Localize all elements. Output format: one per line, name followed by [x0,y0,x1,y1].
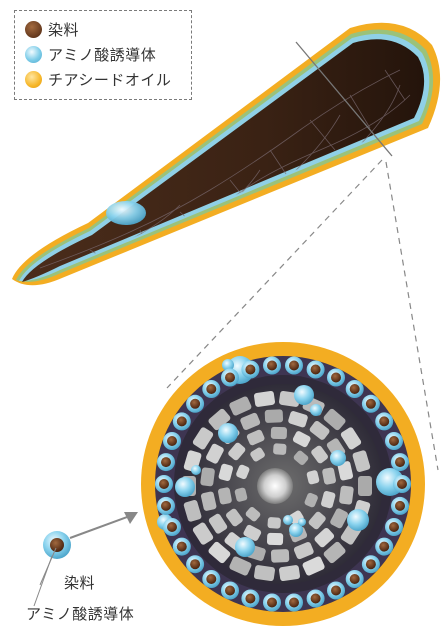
dye-bead [391,453,409,471]
legend-label-dye: 染料 [48,19,79,40]
dye-bead [202,380,220,398]
legend-item-dye: 染料 [25,17,191,42]
hair-strand-amino-droplet [106,201,146,225]
dye-bead [263,594,281,612]
amino-droplet [294,385,314,405]
dye-bead [186,555,204,573]
amino-droplet [175,477,195,497]
cortex-cell [267,533,283,546]
dye-bead [155,475,173,493]
amino-droplet [298,518,306,526]
legend-label-amino-acid: アミノ酸誘導体 [48,44,156,65]
cortex-cell [254,391,276,408]
hair-cross-section [141,342,425,626]
dye-bead [391,497,409,515]
cortex-cell [339,485,354,505]
amino-droplet [283,515,293,525]
dye-bead [241,590,259,608]
dye-bead [157,453,175,471]
dye-bead [327,582,345,600]
dye-bead [173,538,191,556]
amino-leader-line [34,556,52,606]
cortex-cell [271,549,290,563]
dye-bead [157,497,175,515]
cortex-cell [200,467,215,487]
dye-bead [307,361,325,379]
dye-bead [307,590,325,608]
legend-item-amino-acid: アミノ酸誘導体 [25,42,191,67]
legend: 染料 アミノ酸誘導体 チアシードオイル [14,10,192,100]
dye-bead [163,518,181,536]
dye-bead [221,582,239,600]
callout-dye-label: 染料 [64,572,95,593]
dye-bead [163,432,181,450]
amino-droplet [330,450,346,466]
dye-bead [362,555,380,573]
cortex-cell [273,443,287,455]
amino-acid-dot-icon [25,46,42,63]
cortex-cell [254,565,276,582]
amino-droplet [347,509,369,531]
callout-amino-label: アミノ酸誘導体 [26,603,134,624]
dye-bead [346,380,364,398]
amino-droplet [235,537,255,557]
cortex-cell [358,476,372,496]
dye-bead [385,432,403,450]
legend-label-chia-seed-oil: チアシードオイル [48,69,171,90]
dye-bead [263,357,281,375]
cortex-cell [271,427,287,440]
callout-arrow [70,516,130,538]
dye-bead [202,570,220,588]
amino-droplet [310,404,322,416]
dye-bead [385,518,403,536]
dye-bead [375,412,393,430]
dye-bead [346,570,364,588]
dye-bead [186,395,204,413]
dye-bead [221,369,239,387]
dye-bead [393,475,411,493]
legend-item-chia-seed-oil: チアシードオイル [25,67,191,92]
dye-bead [362,395,380,413]
cortex-cell [265,409,284,423]
dye-amino-molecule [43,531,71,559]
dye-dot-icon [25,21,42,38]
dye-bead [241,361,259,379]
dye-bead [173,412,191,430]
amino-droplet [218,423,238,443]
cortex-cell [267,517,281,529]
dye-bead [285,357,303,375]
amino-droplet [191,465,201,475]
dye-bead [327,369,345,387]
dye-bead [285,594,303,612]
dye-bead [375,538,393,556]
chia-seed-oil-dot-icon [25,71,42,88]
cross-section-center [257,468,293,504]
cortex-cell [279,565,301,582]
